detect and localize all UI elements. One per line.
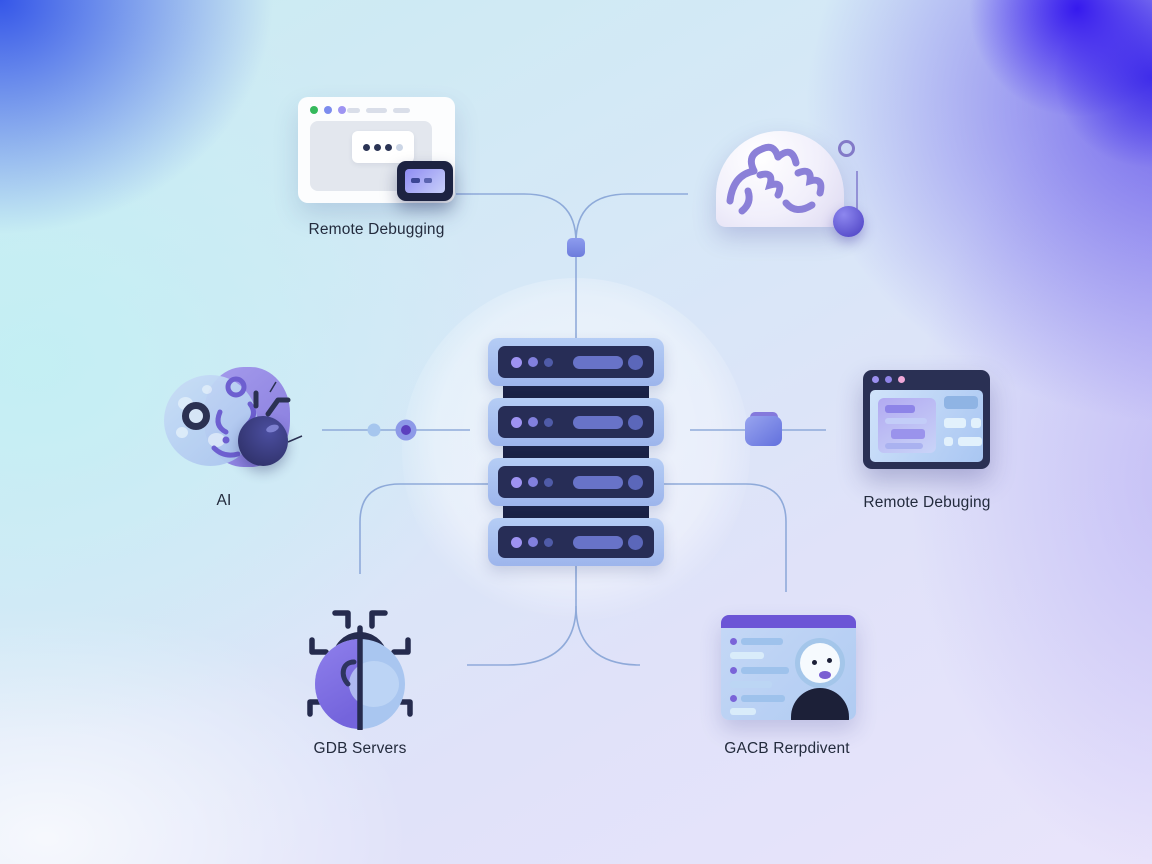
server-unit	[488, 398, 664, 446]
blue-dot-icon	[324, 106, 332, 114]
drive-slot	[573, 355, 623, 369]
power-knob	[628, 414, 643, 430]
ai-ring-icon	[182, 402, 210, 430]
leg-upper-right	[391, 637, 411, 655]
label-left: AI	[216, 492, 232, 509]
rack-connector	[503, 506, 649, 518]
code-panel	[878, 398, 936, 453]
drive-slot	[573, 415, 623, 429]
antenna-left	[332, 610, 351, 629]
wire-bottom-left	[359, 483, 488, 574]
traffic-light-icons	[310, 106, 346, 114]
traffic-light-icons	[872, 376, 905, 383]
purple-orb-icon	[833, 206, 864, 237]
purple-dot-icon	[338, 106, 346, 114]
leg-lower-right	[398, 699, 413, 717]
ai-brain-bug-icon	[158, 362, 308, 482]
led-icon	[528, 417, 538, 427]
led-icon	[511, 536, 522, 548]
power-knob	[628, 534, 643, 550]
leg-lower-left	[307, 699, 322, 717]
wire-bottom-split-left	[467, 566, 577, 666]
loading-dots-card	[352, 131, 414, 163]
led-icon	[528, 537, 538, 547]
led-icon	[544, 537, 553, 547]
small-circle-icon	[838, 140, 855, 157]
brain-dome	[716, 131, 844, 227]
brain-folds	[726, 143, 825, 215]
right-wire-chip-node	[745, 416, 782, 446]
wire-top-left	[456, 193, 577, 243]
drive-slot	[573, 475, 623, 489]
bug-icon	[304, 598, 416, 732]
green-dot-icon	[310, 106, 318, 114]
wire-bottom-split-right	[575, 605, 641, 666]
led-icon	[511, 356, 522, 368]
profile-card-icon	[721, 615, 856, 720]
brain-icon	[716, 131, 866, 241]
server-unit-face	[498, 466, 654, 498]
server-unit-face	[498, 346, 654, 378]
server-stack-icon	[488, 338, 664, 566]
avatar-face	[800, 643, 840, 683]
browser-window-icon	[863, 370, 990, 469]
browser-terminal-icon	[298, 97, 455, 203]
orb-stem-line	[856, 171, 858, 209]
antenna-right	[369, 610, 388, 629]
top-junction-node	[567, 238, 585, 257]
avatar-mouth	[819, 671, 831, 679]
leg-upper-left	[309, 637, 329, 655]
avatar-shoulders	[791, 688, 849, 720]
left-wire-small-node	[367, 423, 381, 437]
rack-connector	[503, 446, 649, 458]
bug-body-highlight	[349, 661, 399, 707]
led-icon	[528, 357, 538, 367]
drive-slot	[573, 535, 623, 549]
label-top-left: Remote Debugging	[308, 221, 445, 238]
label-right: Remote Debuging	[863, 494, 991, 511]
bug-wing-curve	[340, 659, 357, 687]
bug-art	[307, 610, 413, 732]
wire-top-right	[575, 193, 688, 243]
rack-connector	[503, 386, 649, 398]
server-unit	[488, 518, 664, 566]
ai-details	[211, 376, 303, 458]
card-header-bar	[721, 615, 856, 628]
server-unit	[488, 458, 664, 506]
left-wire-node-core	[401, 425, 411, 435]
led-icon	[544, 357, 553, 367]
led-icon	[511, 476, 522, 488]
led-icon	[544, 477, 553, 487]
server-unit-face	[498, 526, 654, 558]
led-icon	[528, 477, 538, 487]
browser-content	[870, 390, 983, 462]
avatar	[795, 638, 845, 688]
toolbar-pills	[347, 108, 410, 113]
server-unit	[488, 338, 664, 386]
led-icon	[544, 417, 553, 427]
power-knob	[628, 474, 643, 490]
terminal-overlay-icon	[397, 161, 453, 201]
server-unit-face	[498, 406, 654, 438]
terminal-screen	[405, 169, 445, 193]
ai-dark-orb	[238, 416, 288, 466]
wire-bottom-right	[664, 483, 787, 592]
led-icon	[511, 416, 522, 428]
power-knob	[628, 354, 643, 370]
label-bottom-right: GACB Rerpdivent	[724, 740, 850, 757]
label-bottom-left: GDB Servers	[313, 740, 407, 757]
